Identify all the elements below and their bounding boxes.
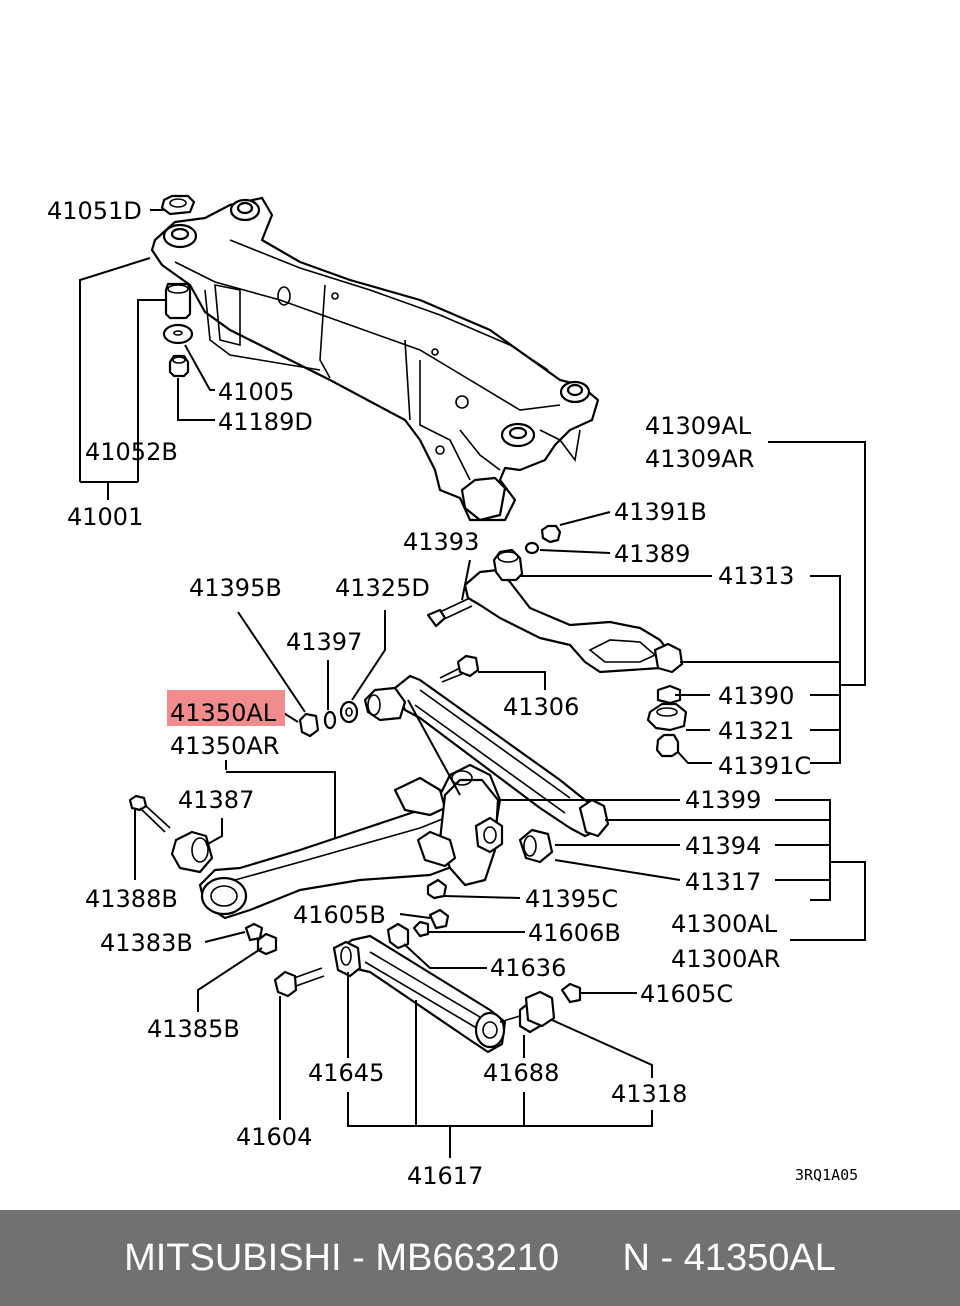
bushing-stack-hardware xyxy=(298,700,359,738)
highlight-box xyxy=(167,690,285,726)
footer-bar: MITSUBISHI - MB663210 N - 41350AL xyxy=(0,1210,960,1306)
label-41617[interactable]: 41617 xyxy=(407,1162,483,1190)
label-41391C[interactable]: 41391C xyxy=(718,752,811,780)
part-labels: 41051D 41005 41189D 41052B 41001 41309AL… xyxy=(47,197,858,1190)
label-41317[interactable]: 41317 xyxy=(685,868,761,896)
label-41393[interactable]: 41393 xyxy=(403,528,479,556)
trailing-arm-drawing xyxy=(128,763,504,920)
label-41001[interactable]: 41001 xyxy=(67,503,143,531)
label-41391B[interactable]: 41391B xyxy=(614,498,707,526)
label-41636[interactable]: 41636 xyxy=(490,954,566,982)
label-41688[interactable]: 41688 xyxy=(483,1059,559,1087)
label-41005[interactable]: 41005 xyxy=(218,378,294,406)
label-41395B[interactable]: 41395B xyxy=(189,574,282,602)
label-41051D[interactable]: 41051D xyxy=(47,197,142,225)
label-41645[interactable]: 41645 xyxy=(308,1059,384,1087)
label-41300AR[interactable]: 41300AR xyxy=(671,945,780,973)
label-41389[interactable]: 41389 xyxy=(614,540,690,568)
label-41388B[interactable]: 41388B xyxy=(85,885,178,913)
label-41309AL[interactable]: 41309AL xyxy=(645,412,752,440)
label-41604[interactable]: 41604 xyxy=(236,1123,312,1151)
label-41321[interactable]: 41321 xyxy=(718,717,794,745)
footer-brand: MITSUBISHI xyxy=(124,1236,342,1279)
label-41605B[interactable]: 41605B xyxy=(293,901,386,929)
label-41350AR[interactable]: 41350AR xyxy=(170,732,279,760)
label-41606B[interactable]: 41606B xyxy=(528,919,621,947)
diagram-code: 3RQ1A05 xyxy=(795,1166,858,1184)
label-41189D[interactable]: 41189D xyxy=(218,408,313,436)
label-41394[interactable]: 41394 xyxy=(685,832,761,860)
label-41390[interactable]: 41390 xyxy=(718,682,794,710)
label-41306[interactable]: 41306 xyxy=(503,693,579,721)
footer-sep-1: - xyxy=(341,1236,376,1279)
label-41605C[interactable]: 41605C xyxy=(640,980,733,1008)
label-41397[interactable]: 41397 xyxy=(286,628,362,656)
label-41313[interactable]: 41313 xyxy=(718,562,794,590)
label-41300AL[interactable]: 41300AL xyxy=(671,910,778,938)
label-41387[interactable]: 41387 xyxy=(178,786,254,814)
footer-gap xyxy=(559,1237,622,1280)
upper-arm-drawing xyxy=(426,524,688,758)
label-41318[interactable]: 41318 xyxy=(611,1080,687,1108)
label-41383B[interactable]: 41383B xyxy=(100,929,193,957)
diagram-svg: 41051D 41005 41189D 41052B 41001 41309AL… xyxy=(47,194,866,1190)
label-41399[interactable]: 41399 xyxy=(685,786,761,814)
label-41350AL[interactable]: 41350AL xyxy=(170,699,277,727)
footer-part-number: MB663210 xyxy=(375,1236,560,1279)
label-41309AR[interactable]: 41309AR xyxy=(645,445,754,473)
leader-lines xyxy=(79,209,866,1158)
crossmember-hardware xyxy=(160,194,196,378)
label-41385B[interactable]: 41385B xyxy=(147,1015,240,1043)
parts-diagram: 41051D 41005 41189D 41052B 41001 41309AL… xyxy=(47,194,866,1190)
lower-arm-drawing xyxy=(244,908,582,1054)
label-41325D[interactable]: 41325D xyxy=(335,574,430,602)
label-41395C[interactable]: 41395C xyxy=(525,885,618,913)
crossmember-drawing xyxy=(150,196,600,522)
label-41052B[interactable]: 41052B xyxy=(85,438,178,466)
footer-ref: N - 41350AL xyxy=(622,1236,836,1279)
control-arm-drawing xyxy=(363,654,610,864)
